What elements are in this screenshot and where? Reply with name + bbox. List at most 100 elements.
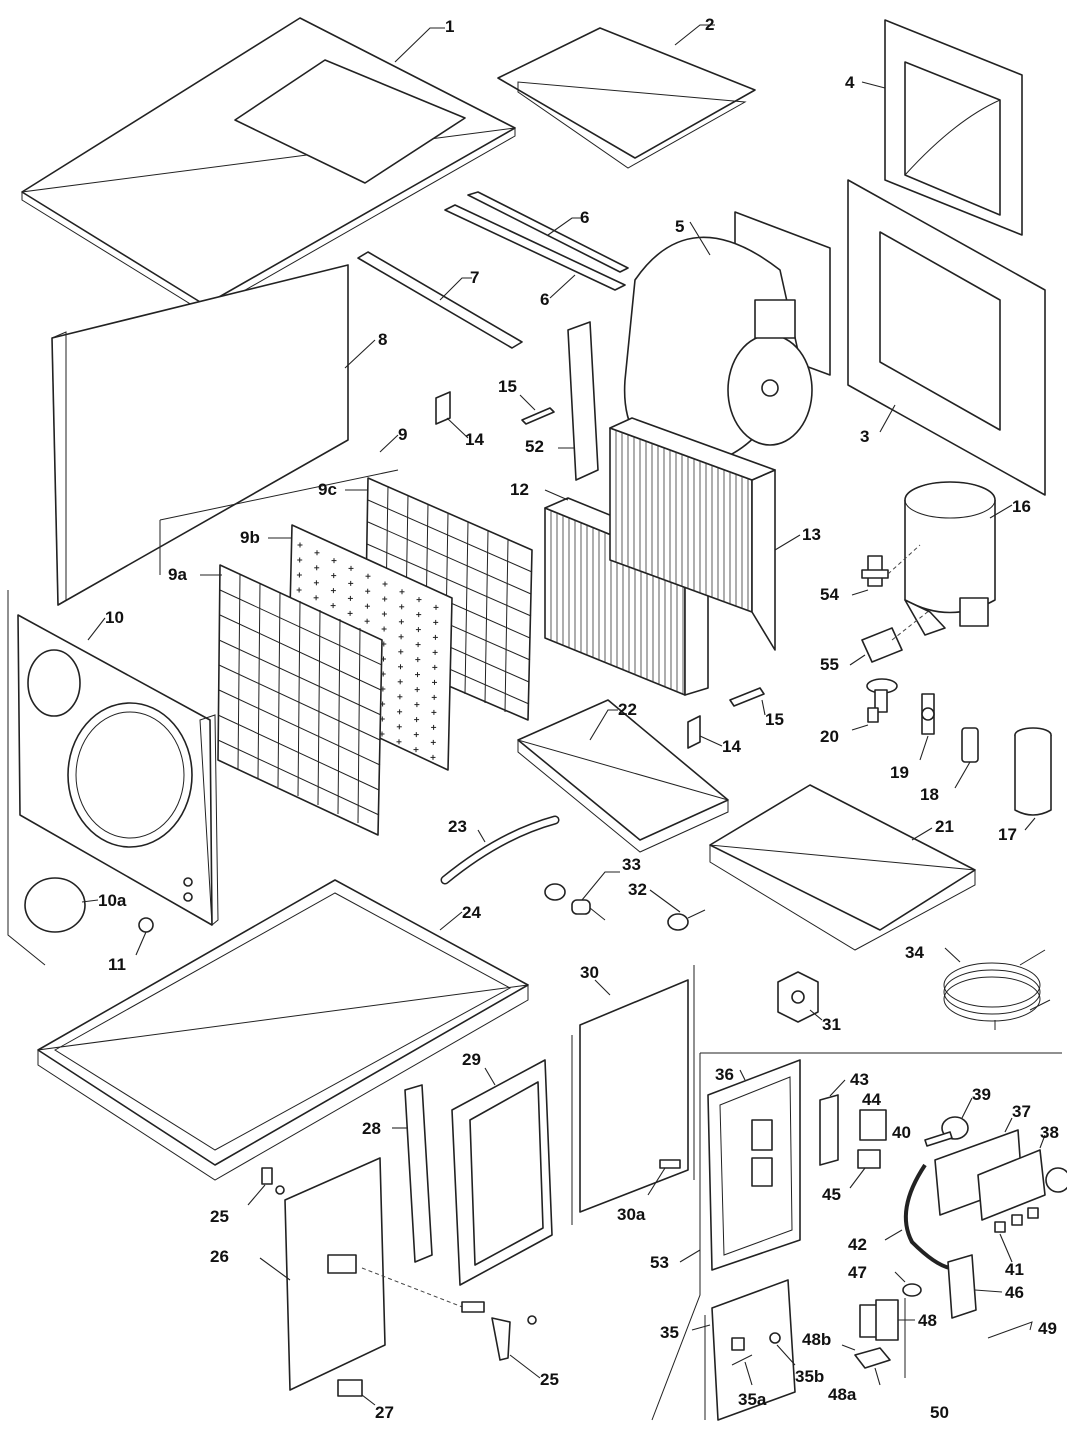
part-11-grommet — [138, 917, 154, 933]
part-34-tube-coil — [943, 949, 1051, 1030]
label-19: 19 — [890, 763, 909, 782]
callout-48a: 48a — [828, 1367, 881, 1404]
part-43-bracket — [819, 1094, 839, 1166]
callout-1: 1 — [394, 17, 454, 63]
callout-2: 2 — [674, 15, 715, 46]
part-13-coil — [609, 417, 776, 651]
label-52: 52 — [525, 437, 544, 456]
part-10-front-panel — [7, 590, 219, 966]
callout-54: 54 — [820, 585, 869, 604]
label-20: 20 — [820, 727, 839, 746]
part-55-valve — [861, 609, 931, 663]
callout-11: 11 — [108, 931, 147, 974]
callout-9b: 9b — [240, 528, 292, 547]
callout-35a: 35a — [738, 1361, 767, 1409]
part-8-side-panel — [51, 264, 349, 606]
callout-41: 41 — [999, 1233, 1024, 1279]
callout-21: 21 — [911, 817, 954, 841]
callout-48: 48 — [898, 1311, 937, 1330]
callout-49: 49 — [1038, 1319, 1057, 1338]
callout-30: 30 — [580, 963, 611, 996]
callout-16: 16 — [989, 497, 1031, 519]
label-21: 21 — [935, 817, 954, 836]
callout-50: 50 — [930, 1403, 949, 1422]
label-49: 49 — [1038, 1319, 1057, 1338]
callout-39: 39 — [961, 1085, 991, 1119]
label-6b: 6 — [540, 290, 549, 309]
callout-10: 10 — [87, 608, 124, 641]
callout-38: 38 — [1039, 1123, 1059, 1149]
label-9: 9 — [398, 425, 407, 444]
label-44: 44 — [862, 1090, 881, 1109]
callout-55: 55 — [820, 654, 866, 674]
part-36-control-box — [707, 1059, 801, 1271]
label-9c: 9c — [318, 480, 337, 499]
label-31: 31 — [822, 1015, 841, 1034]
part-42-cable — [903, 1163, 951, 1270]
label-4: 4 — [845, 73, 855, 92]
callout-30a: 30a — [617, 1167, 666, 1224]
part-28-post — [404, 1084, 433, 1263]
label-23: 23 — [448, 817, 467, 836]
callout-46: 46 — [974, 1283, 1024, 1302]
part-41-connectors — [994, 1207, 1039, 1233]
part-44-relay — [859, 1109, 887, 1141]
callout-23: 23 — [448, 817, 486, 843]
label-28: 28 — [362, 1119, 381, 1138]
label-35b: 35b — [795, 1367, 824, 1386]
part-9a-filter — [217, 564, 383, 836]
part-47-fuse — [902, 1283, 922, 1297]
label-55: 55 — [820, 655, 839, 674]
part-35-cover — [704, 1279, 796, 1421]
label-6a: 6 — [580, 208, 589, 227]
label-46: 46 — [1005, 1283, 1024, 1302]
part-24-base — [37, 879, 529, 1181]
callout-4: 4 — [845, 73, 886, 92]
callout-36: 36 — [715, 1065, 746, 1084]
callout-13: 13 — [774, 525, 821, 551]
label-12: 12 — [510, 480, 529, 499]
label-41: 41 — [1005, 1260, 1024, 1279]
callout-9c: 9c — [318, 480, 368, 499]
callout-7: 7 — [439, 268, 479, 301]
label-34: 34 — [905, 943, 924, 962]
part-10a-plug — [24, 877, 86, 933]
callout-40: 40 — [892, 1123, 911, 1142]
part-45-module — [857, 1149, 881, 1169]
callout-25b: 25 — [509, 1354, 559, 1389]
callout-15a: 15 — [498, 377, 536, 411]
callout-32: 32 — [628, 880, 681, 913]
callout-22: 22 — [589, 700, 637, 741]
callout-8: 8 — [344, 330, 387, 369]
label-17: 17 — [998, 825, 1017, 844]
label-30: 30 — [580, 963, 599, 982]
part-40-strip — [924, 1131, 953, 1147]
callout-33: 33 — [581, 855, 641, 901]
label-25b: 25 — [540, 1370, 559, 1389]
callout-10a: 10a — [81, 891, 127, 910]
label-39: 39 — [972, 1085, 991, 1104]
callout-9: 9 — [159, 425, 407, 575]
part-30-door-panel — [571, 965, 695, 1225]
part-6-rails — [444, 191, 629, 291]
part-18-filter-drier — [961, 727, 979, 763]
label-29: 29 — [462, 1050, 481, 1069]
label-37: 37 — [1012, 1102, 1031, 1121]
part-52-post — [567, 321, 599, 481]
callout-27: 27 — [361, 1394, 394, 1422]
part-32-sensor — [667, 909, 706, 931]
callout-17: 17 — [998, 817, 1036, 844]
callout-12: 12 — [510, 480, 569, 501]
label-15a: 15 — [498, 377, 517, 396]
part-54-valve — [861, 544, 921, 587]
label-10a: 10a — [98, 891, 127, 910]
part-1-top-panel — [21, 17, 516, 314]
callout-20: 20 — [820, 724, 869, 746]
label-30a: 30a — [617, 1205, 646, 1224]
callout-5: 5 — [675, 217, 711, 256]
label-7: 7 — [470, 268, 479, 287]
label-3: 3 — [860, 427, 869, 446]
callout-31: 31 — [809, 1009, 841, 1034]
label-38: 38 — [1040, 1123, 1059, 1142]
